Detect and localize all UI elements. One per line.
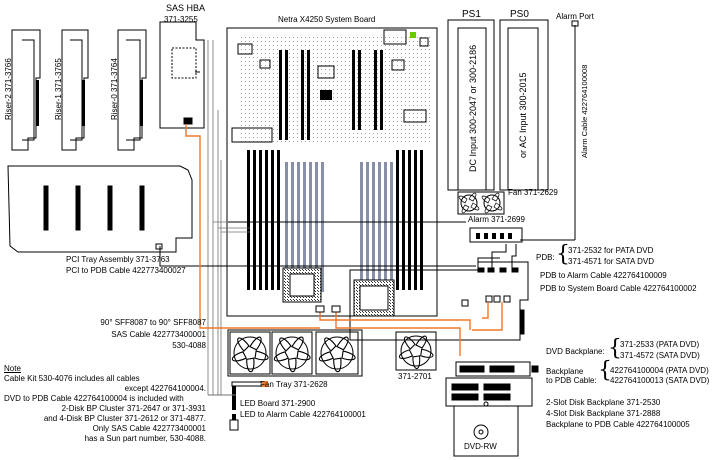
disk-backplanes <box>445 361 539 407</box>
dvd-drive <box>453 401 519 457</box>
disk-bp-2slot: 2-Slot Disk Backplane 371-2530 <box>546 398 661 407</box>
pdb-label: PDB: <box>536 253 555 262</box>
ps0-text: or AC Input 300-2015 <box>518 72 528 158</box>
riser-2-label: Riser-2 371-3766 <box>4 58 13 120</box>
small-fan-pair <box>457 191 505 215</box>
pdb-board <box>349 261 529 341</box>
sas-hba-title: SAS HBA <box>166 3 206 13</box>
note-line-2: except 422764100004. <box>124 384 206 393</box>
ps1-text: DC Input 300-2047 or 300-2186 <box>468 44 478 172</box>
backplane-pdb-opt-1: 422764100004 (PATA DVD) <box>610 366 709 375</box>
pdb-brace: { <box>556 242 570 267</box>
dvd-backplane-opt-1: 371-2533 (PATA DVD) <box>620 340 700 349</box>
note-line-6: Only SAS Cable 422773400001 <box>92 424 206 433</box>
fan-small-label: Fan 371-2629 <box>508 188 558 197</box>
dimm-bank-left <box>247 150 324 292</box>
note-line-1: Cable Kit 530-4076 includes all cables <box>4 374 140 383</box>
note-line-7: has a Sun part number, 530-4088. <box>84 434 206 443</box>
sas-cable-line3: 530-4088 <box>172 341 206 350</box>
alarm-board-label: Alarm 371-2699 <box>468 215 525 224</box>
sas-cable-line2: SAS Cable 422773400001 <box>111 330 206 339</box>
note-title: Note <box>4 364 21 373</box>
riser-0-label: Riser-0 371-3764 <box>110 58 119 120</box>
pci-tray <box>7 165 193 253</box>
led-board <box>229 381 268 431</box>
pdb-option-2: 371-4571 for SATA DVD <box>568 257 654 266</box>
note-line-4: 2-Disk BP Cluster 371-2647 or 371-3931 <box>61 404 206 413</box>
led-cable-label: LED to Alarm Cable 422764100001 <box>240 410 366 419</box>
system-board <box>226 27 438 317</box>
dvd-backplane-opt-2: 371-4572 (SATA DVD) <box>620 351 700 360</box>
pdb-alarm-cable: PDB to Alarm Cable 422764100009 <box>540 271 667 280</box>
sas-hba-card <box>159 21 205 129</box>
led-board-label: LED Board 371-2900 <box>240 399 316 408</box>
alarm-port-label: Alarm Port <box>556 12 594 21</box>
pci-tray-cable: PCI to PDB Cable 422773400027 <box>66 266 186 275</box>
alarm-cable-label: Alarm Cable 422764100008 <box>580 64 589 158</box>
disk-bp-4slot: 4-Slot Disk Backplane 371-2888 <box>546 409 661 418</box>
alarm-board <box>469 227 523 243</box>
dvd-backplane-brace: { <box>608 336 622 361</box>
pci-tray-name: PCI Tray Assembly 371-3763 <box>66 255 170 264</box>
riser-1-label: Riser-1 371-3765 <box>54 58 63 120</box>
dvd-backplane-label: DVD Backplane: <box>546 347 605 356</box>
part-2701-label: 371-2701 <box>398 372 432 381</box>
note-line-5: and 4-Disk BP Cluster 371-2612 or 371-48… <box>43 414 206 423</box>
dimm-bank-right <box>360 150 423 292</box>
backplane-pdb-brace: { <box>598 358 612 383</box>
grid-lines <box>207 40 250 395</box>
dvd-label: DVD-RW <box>464 442 497 451</box>
backplane-pdb-label1: Backplane <box>546 367 584 376</box>
board-title: Netra X4250 System Board <box>278 15 376 24</box>
fan-2701 <box>395 331 437 371</box>
sas-hba-part: 371-3255 <box>164 15 198 24</box>
ps1-label: PS1 <box>462 9 481 20</box>
note-line-3: DVD to PDB Cable 422764100004 is include… <box>4 394 184 403</box>
sas-cable-line1: 90° SFF8087 to 90° SFF8087 <box>100 318 206 327</box>
power-supplies <box>447 19 549 191</box>
pdb-board-cable: PDB to System Board Cable 422764100002 <box>540 284 697 293</box>
fan-tray <box>227 329 363 377</box>
backplane-pdb-opt-2: 422764100013 (SATA DVD) <box>610 376 710 385</box>
fan-tray-label: Fan Tray 371-2628 <box>260 380 328 389</box>
sas-cables <box>185 124 503 356</box>
pdb-option-1: 371-2532 for PATA DVD <box>568 246 654 255</box>
backplane-pdb-label2: to PDB Cable: <box>546 376 597 385</box>
ps0-label: PS0 <box>510 9 529 20</box>
riser-cards <box>11 29 147 151</box>
disk-bp-cable: Backplane to PDB Cable 422764100005 <box>546 420 690 429</box>
